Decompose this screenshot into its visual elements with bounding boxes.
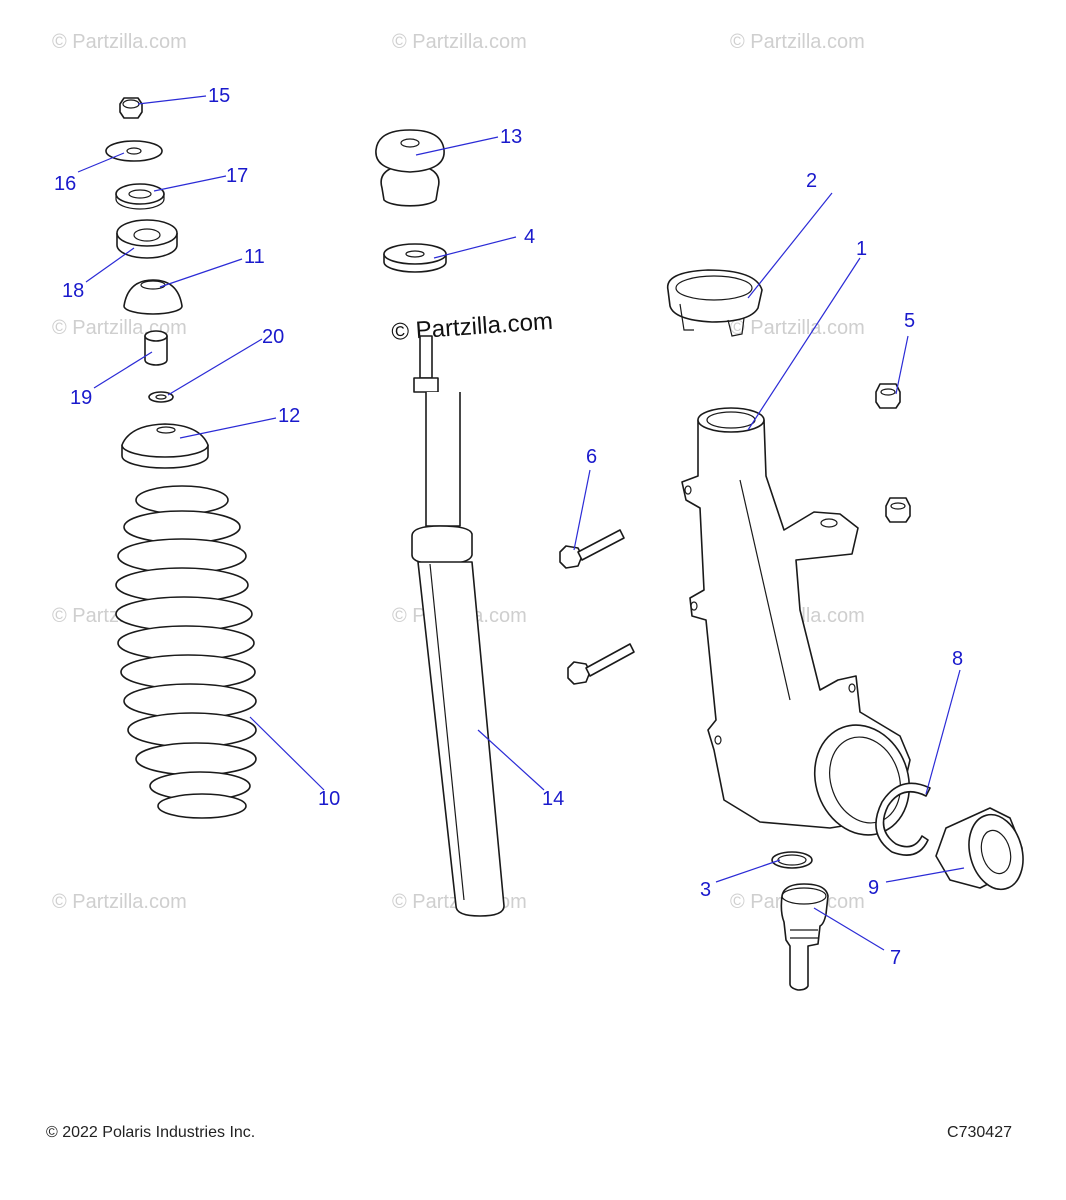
watermark: © Partzilla.com (52, 891, 187, 913)
watermark-main: © Partzilla.com (391, 308, 554, 346)
callout-12[interactable]: 12 (278, 405, 300, 427)
callout-17[interactable]: 17 (226, 165, 248, 187)
callout-4[interactable]: 4 (524, 226, 535, 248)
part-20-washer (148, 391, 174, 403)
part-11-dome (123, 279, 183, 315)
part-4-washer (383, 243, 447, 273)
part-13-bump-stop (375, 129, 445, 207)
callout-19[interactable]: 19 (70, 387, 92, 409)
footer-copyright: © 2022 Polaris Industries Inc. (46, 1124, 256, 1141)
part-15-nut (119, 97, 143, 119)
part-6-bolt-2 (567, 643, 635, 685)
part-19-spacer (144, 330, 168, 366)
watermark: © Partzilla.com (52, 31, 187, 53)
watermark: © Partzilla.com (730, 31, 865, 53)
part-6-bolt (559, 529, 625, 569)
callout-5[interactable]: 5 (904, 310, 915, 332)
callout-1[interactable]: 1 (856, 238, 867, 260)
part-9-bearing (935, 807, 1024, 891)
part-14-shock (411, 335, 505, 917)
part-17-washer (115, 183, 165, 210)
watermark: © Partzilla.com (730, 317, 865, 339)
leader-lines (77, 95, 965, 951)
part-10-coil-spring (115, 485, 257, 819)
callouts: 15 16 17 18 11 19 20 12 10 13 4 14 2 1 5… (54, 85, 963, 969)
callout-20[interactable]: 20 (262, 326, 284, 348)
callout-18[interactable]: 18 (62, 280, 84, 302)
callout-9[interactable]: 9 (868, 877, 879, 899)
footer-diagram-code: C730427 (947, 1124, 1012, 1141)
callout-16[interactable]: 16 (54, 173, 76, 195)
part-18-bushing (116, 219, 178, 259)
callout-13[interactable]: 13 (500, 126, 522, 148)
part-7-ball-joint (780, 883, 829, 991)
part-5-nut (875, 383, 901, 409)
callout-6[interactable]: 6 (586, 446, 597, 468)
callout-8[interactable]: 8 (952, 648, 963, 670)
callout-3[interactable]: 3 (700, 879, 711, 901)
callout-7[interactable]: 7 (890, 947, 901, 969)
part-1-knuckle (681, 407, 911, 836)
callout-10[interactable]: 10 (318, 788, 340, 810)
part-16-washer (105, 140, 163, 162)
part-5-nut-2 (885, 497, 911, 523)
callout-11[interactable]: 11 (244, 246, 265, 268)
callout-2[interactable]: 2 (806, 170, 817, 192)
part-3-snap-ring (771, 851, 813, 869)
part-2-spring-seat (666, 269, 763, 337)
callout-14[interactable]: 14 (542, 788, 564, 810)
callout-15[interactable]: 15 (208, 85, 230, 107)
part-8-retaining-ring (875, 782, 931, 856)
part-12-spring-cup (121, 423, 209, 469)
watermark: © Partzilla.com (392, 31, 527, 53)
